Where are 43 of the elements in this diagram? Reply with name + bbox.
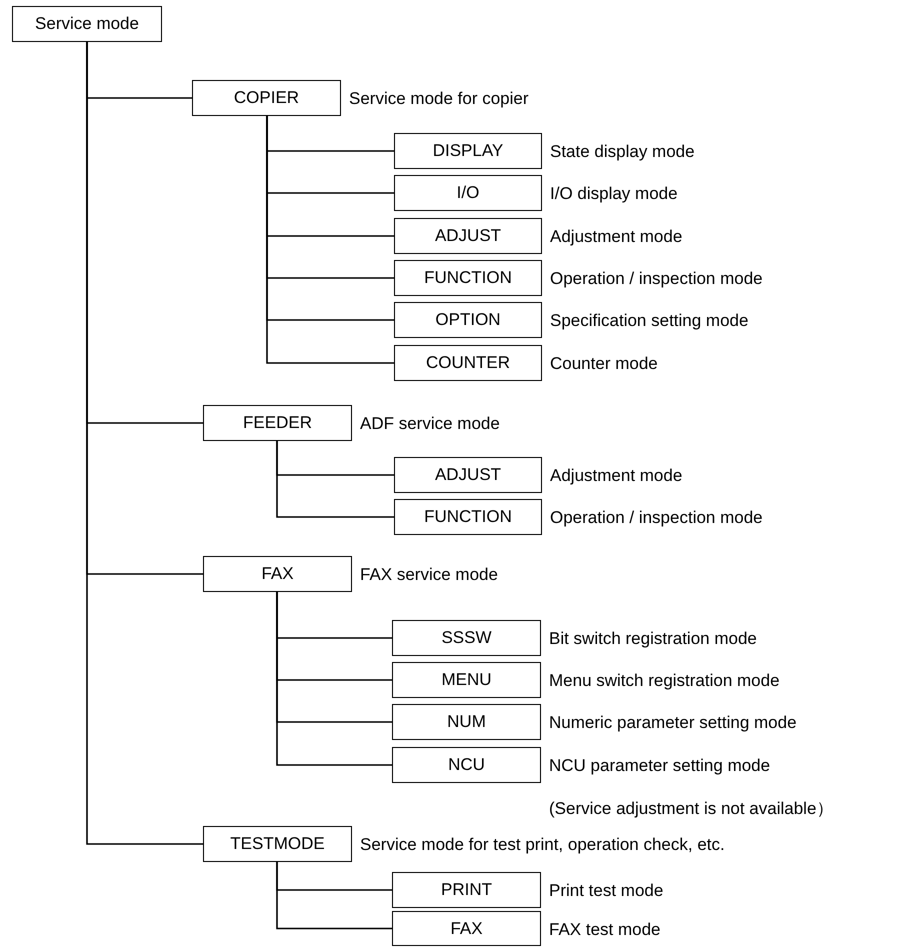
mode-description: Operation / inspection mode (550, 508, 763, 528)
mode-description: Adjustment mode (550, 227, 682, 247)
mode-box: FAX (392, 911, 541, 946)
mode-description: Menu switch registration mode (549, 671, 780, 691)
mode-box: NUM (392, 704, 541, 740)
mode-description: Print test mode (549, 881, 664, 901)
mode-description: State display mode (550, 142, 695, 162)
mode-box: FUNCTION (394, 499, 542, 535)
mode-description: Operation / inspection mode (550, 269, 763, 289)
mode-box: COPIER (192, 80, 341, 116)
mode-box: FUNCTION (394, 260, 542, 296)
mode-description: Specification setting mode (550, 311, 748, 331)
mode-description: ADF service mode (360, 414, 500, 434)
mode-description: Adjustment mode (550, 466, 682, 486)
mode-box: ADJUST (394, 218, 542, 254)
connector-line (276, 441, 394, 518)
mode-description: Bit switch registration mode (549, 629, 757, 649)
mode-box: NCU (392, 747, 541, 783)
mode-description: (Service adjustment is not available） (549, 799, 834, 819)
root-mode-box: Service mode (12, 6, 162, 42)
connector-line (266, 116, 394, 364)
mode-box: FEEDER (203, 405, 352, 441)
connector-line (276, 862, 392, 930)
mode-box: OPTION (394, 302, 542, 338)
mode-box: MENU (392, 662, 541, 698)
mode-description: Numeric parameter setting mode (549, 713, 797, 733)
mode-box: ADJUST (394, 457, 542, 493)
mode-box: PRINT (392, 872, 541, 908)
connector-line (276, 592, 392, 766)
mode-description: FAX service mode (360, 565, 498, 585)
mode-box: FAX (203, 556, 352, 592)
mode-description: NCU parameter setting mode (549, 756, 770, 776)
mode-box: SSSW (392, 620, 541, 656)
mode-description: FAX test mode (549, 920, 660, 940)
connector-line (86, 42, 203, 845)
mode-box: TESTMODE (203, 826, 352, 862)
mode-box: I/O (394, 175, 542, 211)
mode-box: DISPLAY (394, 133, 542, 169)
mode-description: Counter mode (550, 354, 658, 374)
mode-description: I/O display mode (550, 184, 678, 204)
mode-description: Service mode for copier (349, 89, 529, 109)
mode-box: COUNTER (394, 345, 542, 381)
mode-description: Service mode for test print, operation check, etc. (360, 835, 725, 855)
